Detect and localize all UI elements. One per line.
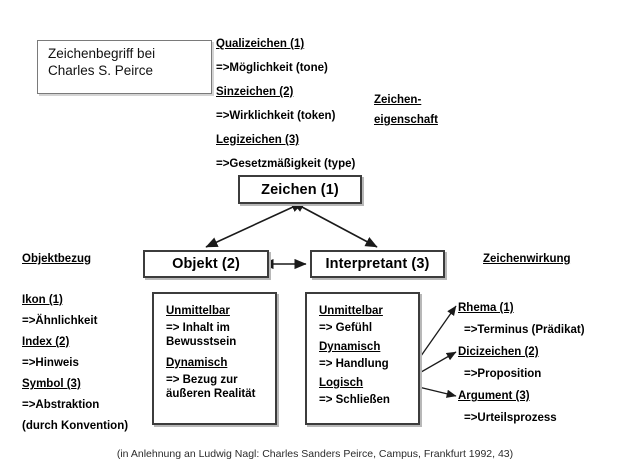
zeichenwirkung-header: Zeichenwirkung (483, 253, 571, 265)
legizeichen-head: Legizeichen (3) (216, 134, 300, 146)
list-item: Ikon (1) (22, 290, 128, 311)
list-item: Legizeichen (3) (216, 130, 355, 154)
objekt-unmittelbar-body-line-2: Bewusstsein (166, 336, 237, 348)
list-item: Index (2) (22, 332, 128, 353)
objekt-dynamisch-body-line-2: äußeren Realität (166, 388, 256, 400)
arrow-zeichen-interpretant (291, 201, 378, 248)
objektbezug-header: Objektbezug (22, 253, 92, 265)
objekt-dynamisch-head: Dynamisch (166, 357, 228, 369)
argument-sub: =>Urteilsprozess (464, 412, 557, 424)
index-head: Index (2) (22, 336, 70, 348)
objekt-detail-box: Unmittelbar => Inhalt im Bewusstsein Dyn… (152, 292, 277, 425)
list-item: =>Terminus (Prädikat) (458, 320, 585, 342)
ikon-head: Ikon (1) (22, 294, 63, 306)
sign-property-list: Qualizeichen (1) =>Möglichkeit (tone) Si… (216, 34, 355, 178)
list-item: Sinzeichen (2) (216, 82, 355, 106)
argument-head: Argument (3) (458, 390, 530, 402)
node-objekt-label: Objekt (2) (172, 256, 240, 272)
dicizeichen-sub: =>Proposition (464, 368, 542, 380)
list-item: =>Urteilsprozess (458, 408, 585, 430)
node-interpretant-label: Interpretant (3) (325, 256, 430, 272)
list-item: Argument (3) (458, 386, 585, 408)
index-sub: =>Hinweis (22, 357, 79, 369)
list-item: =>Abstraktion (22, 395, 128, 416)
node-objekt: Objekt (2) (143, 250, 269, 278)
node-interpretant: Interpretant (3) (310, 250, 445, 278)
interpretant-logisch-head: Logisch (319, 377, 364, 389)
interpretant-dynamisch-body: => Handlung (319, 358, 389, 370)
sinzeichen-sub: =>Wirklichkeit (token) (216, 110, 336, 122)
list-item: Qualizeichen (1) (216, 34, 355, 58)
interpretant-logisch-body: => Schließen (319, 394, 390, 406)
objekt-unmittelbar-head: Unmittelbar (166, 305, 230, 317)
source-citation: (in Anlehnung an Ludwig Nagl: Charles Sa… (116, 448, 514, 460)
sign-property-label-line-1: Zeichen- (374, 94, 422, 106)
list-item: =>Proposition (458, 364, 585, 386)
qualizeichen-head: Qualizeichen (1) (216, 38, 305, 50)
symbol-head: Symbol (3) (22, 378, 81, 390)
qualizeichen-sub: =>Möglichkeit (tone) (216, 62, 328, 74)
ikon-sub: =>Ähnlichkeit (22, 315, 98, 327)
node-zeichen: Zeichen (1) (238, 175, 362, 204)
list-item: =>Wirklichkeit (token) (216, 106, 355, 130)
objekt-dynamisch-body: => Bezug zur äußeren Realität (166, 373, 265, 401)
list-item: (durch Konvention) (22, 416, 128, 437)
rhema-head: Rhema (1) (458, 302, 514, 314)
arrow-zeichen-objekt (205, 202, 304, 248)
list-item: =>Möglichkeit (tone) (216, 58, 355, 82)
diagram-title-box: Zeichenbegriff bei Charles S. Peirce (37, 40, 212, 94)
objekt-dynamisch-body-line-1: => Bezug zur (166, 374, 238, 386)
interpretant-unmittelbar-head: Unmittelbar (319, 305, 383, 317)
rhema-sub: =>Terminus (Prädikat) (464, 324, 585, 336)
sign-property-label-line-2: eigenschaft (374, 114, 438, 126)
konvention-note: (durch Konvention) (22, 420, 129, 432)
dicizeichen-head: Dicizeichen (2) (458, 346, 539, 358)
objekt-unmittelbar-body: => Inhalt im Bewusstsein (166, 321, 265, 349)
node-zeichen-label: Zeichen (1) (261, 181, 339, 198)
list-item: Rhema (1) (458, 298, 585, 320)
interpretant-unmittelbar-body: => Gefühl (319, 322, 373, 334)
list-item: =>Hinweis (22, 353, 128, 374)
symbol-sub: =>Abstraktion (22, 399, 100, 411)
list-item: =>Ähnlichkeit (22, 311, 128, 332)
list-item: Symbol (3) (22, 374, 128, 395)
list-item: Dicizeichen (2) (458, 342, 585, 364)
title-line-1: Zeichenbegriff bei (48, 46, 156, 61)
interpretant-detail-box: Unmittelbar => Gefühl Dynamisch => Handl… (305, 292, 420, 425)
zeichenwirkung-list: Rhema (1) =>Terminus (Prädikat) Dicizeic… (458, 298, 585, 430)
objekt-unmittelbar-body-line-1: => Inhalt im (166, 322, 230, 334)
list-item: =>Gesetzmäßigkeit (type) (216, 154, 355, 178)
interpretant-dynamisch-head: Dynamisch (319, 341, 381, 353)
title-line-2: Charles S. Peirce (48, 63, 154, 78)
objektbezug-list: Ikon (1) =>Ähnlichkeit Index (2) =>Hinwe… (22, 290, 128, 437)
legizeichen-sub: =>Gesetzmäßigkeit (type) (216, 158, 356, 170)
sign-property-label: Zeichen- eigenschaft (374, 90, 438, 130)
sinzeichen-head: Sinzeichen (2) (216, 86, 294, 98)
